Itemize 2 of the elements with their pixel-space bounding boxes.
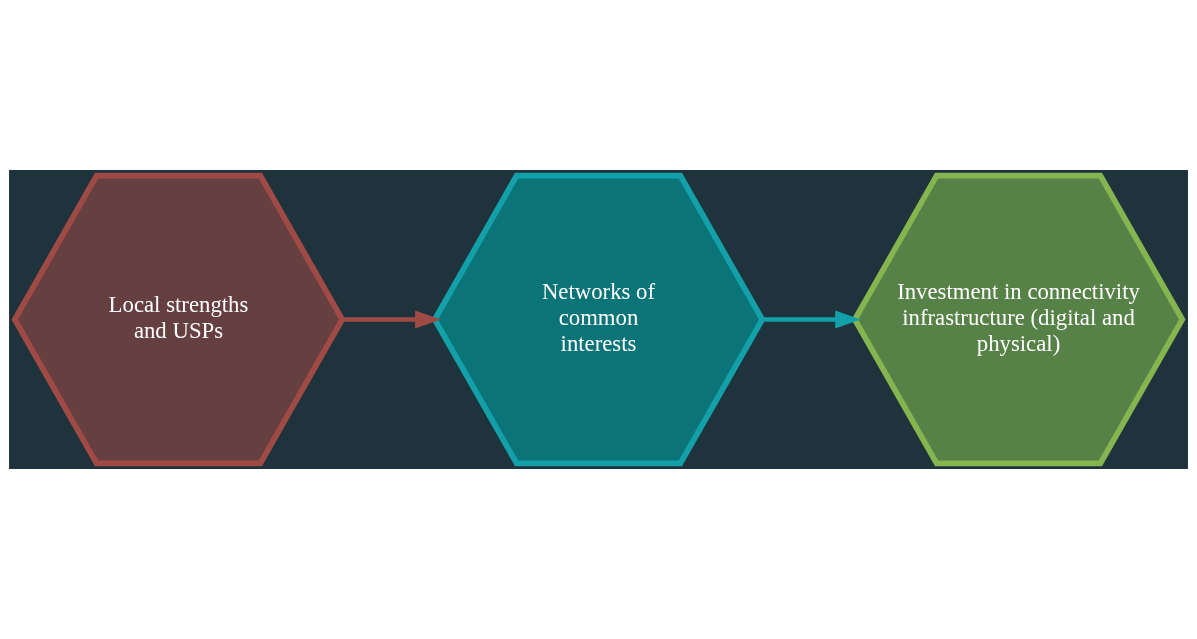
- arrow: [762, 310, 861, 329]
- arrow: [342, 310, 441, 329]
